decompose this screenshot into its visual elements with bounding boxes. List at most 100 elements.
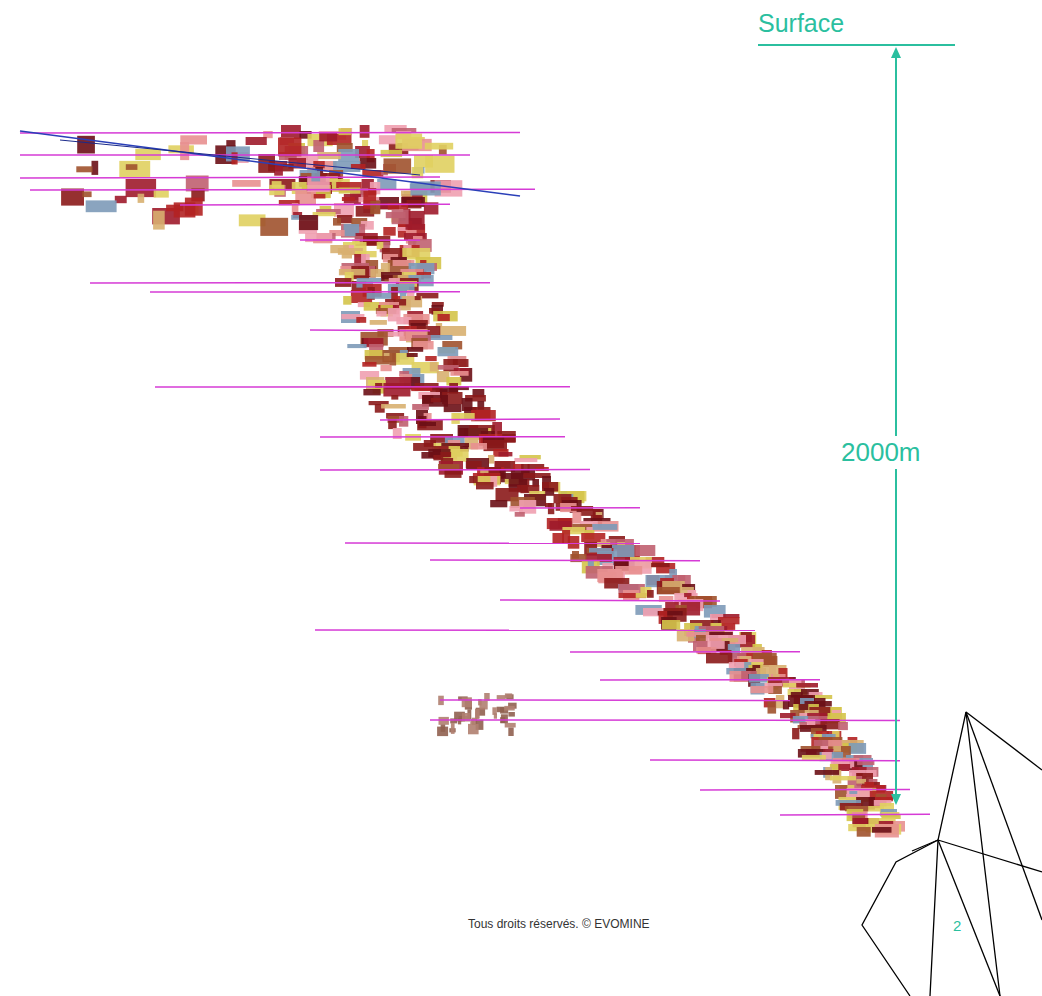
logo-line <box>938 840 1000 996</box>
stope-block <box>367 293 392 299</box>
depth-dimension: 2000m <box>838 436 924 469</box>
stope-block <box>792 728 799 739</box>
shaft-line <box>60 140 420 175</box>
dimension-line <box>895 52 897 800</box>
stope-block <box>439 717 449 725</box>
stope-block <box>647 590 654 598</box>
drift-line <box>155 386 570 388</box>
stope-block <box>635 545 655 556</box>
stope-block <box>504 706 515 711</box>
stope-block <box>444 404 462 412</box>
stope-block <box>342 197 355 201</box>
stope-block <box>451 723 455 734</box>
stope-block <box>838 722 848 730</box>
stope-block <box>415 296 421 300</box>
stope-block <box>499 452 513 456</box>
stope-block <box>505 693 512 698</box>
stope-block <box>802 755 826 760</box>
stope-block <box>82 191 91 197</box>
stope-block <box>515 512 525 517</box>
surface-line <box>758 44 955 46</box>
stope-block <box>381 150 403 157</box>
stope-block <box>830 776 856 780</box>
drift-line <box>570 651 800 653</box>
drift-line <box>20 154 470 156</box>
stope-block <box>401 191 412 197</box>
stope-block <box>153 211 165 230</box>
stope-block <box>658 587 681 594</box>
stope-block <box>458 718 461 724</box>
stope-block <box>425 143 453 150</box>
stope-block <box>439 326 466 336</box>
stope-block <box>441 725 446 732</box>
stope-block <box>857 827 871 837</box>
shaft-line <box>20 131 520 196</box>
logo-polygon <box>862 712 1042 996</box>
drift-line <box>780 814 930 816</box>
stope-block <box>815 770 839 775</box>
stope-block <box>490 500 507 507</box>
stope-block <box>553 533 565 543</box>
logo-line <box>930 712 1000 996</box>
stope-block <box>425 156 454 173</box>
drift-line <box>430 559 700 561</box>
stope-block <box>356 317 366 323</box>
drift-line <box>650 759 900 761</box>
drift-line <box>440 699 790 701</box>
stope-block <box>362 362 376 367</box>
stope-block <box>119 161 150 177</box>
stope-block <box>336 182 362 188</box>
stope-block <box>492 707 496 715</box>
stope-block <box>347 344 366 348</box>
drift-line <box>380 418 560 420</box>
stope-block <box>260 218 288 236</box>
stope-block <box>185 198 203 216</box>
stope-block <box>768 701 777 714</box>
stope-block <box>501 714 508 723</box>
drift-line <box>320 469 590 471</box>
drift-line <box>300 239 420 241</box>
drift-line <box>310 329 430 331</box>
stope-block <box>438 314 450 321</box>
drift-line <box>430 719 900 721</box>
stope-block <box>417 419 443 430</box>
stope-block <box>392 210 409 225</box>
stope-block <box>61 189 84 206</box>
drift-group <box>20 132 930 815</box>
stope-block <box>311 171 320 182</box>
stope-block <box>833 746 841 752</box>
stope-block <box>86 200 117 212</box>
stope-block <box>592 524 617 530</box>
stope-block <box>278 138 301 157</box>
drift-line <box>315 629 755 631</box>
stope-block <box>835 785 847 799</box>
stope-block <box>476 482 494 489</box>
stope-block <box>381 365 392 371</box>
stope-block <box>379 135 398 144</box>
drift-line <box>180 204 450 206</box>
stope-block <box>636 593 647 598</box>
stope-block <box>232 180 261 187</box>
stope-block <box>314 194 326 199</box>
stope-block <box>706 653 732 663</box>
stope-block <box>438 347 459 356</box>
drift-line <box>90 282 490 284</box>
stope-block <box>508 712 515 717</box>
stope-block <box>339 128 352 135</box>
stope-block <box>431 398 441 402</box>
stope-block <box>749 674 769 683</box>
stope-block <box>568 536 580 549</box>
stope-block <box>475 709 480 719</box>
stope-block <box>313 140 324 152</box>
stope-block <box>438 464 459 470</box>
arrowhead <box>891 794 901 805</box>
stope-block <box>339 188 361 194</box>
page-number: 2 <box>953 918 961 935</box>
stope-block <box>462 697 472 707</box>
logo-line <box>966 712 1042 770</box>
stope-block <box>445 470 462 478</box>
stope-block <box>126 164 138 170</box>
stope-block <box>138 194 145 203</box>
stope-block <box>468 724 479 734</box>
